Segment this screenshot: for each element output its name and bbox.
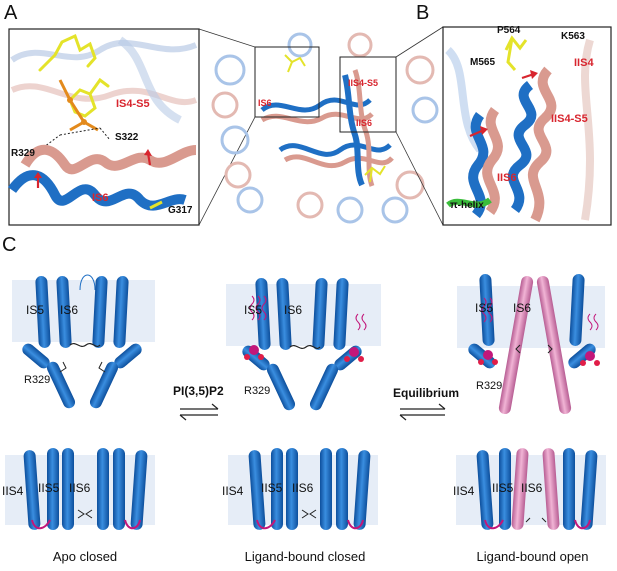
label-state2-r329: R329: [244, 385, 271, 397]
panel-b-box: [442, 26, 612, 226]
label-g317: G317: [168, 205, 193, 216]
label-iis4-s5-b: IIS4-S5: [551, 113, 588, 125]
cartoon-ligand-closed-bottom: [228, 448, 378, 530]
caption-apo-closed: Apo closed: [52, 549, 118, 564]
label-iis4: IIS4: [574, 57, 594, 69]
label-p564: P564: [497, 25, 521, 36]
label-iis6-b: IIS6: [497, 172, 517, 184]
label-center-iis6: IIS6: [356, 118, 373, 128]
label-state2-is5: IS5: [244, 303, 263, 317]
cartoon-ligand-open-top: [457, 274, 605, 415]
label-equilibrium: Equilibrium: [393, 386, 459, 400]
cartoon-ligand-closed-top: [226, 278, 381, 411]
label-state1-iis5: IIS5: [38, 481, 60, 495]
label-state3-iis6: IIS6: [521, 481, 543, 495]
label-m565: M565: [470, 57, 496, 68]
label-center-iis4-s5: IIS4-S5: [348, 78, 379, 88]
label-r329: R329: [11, 148, 35, 159]
label-state1-is5: IS5: [26, 303, 45, 317]
caption-ligand-bound-closed: Ligand-bound closed: [244, 549, 366, 564]
label-state3-iis5: IIS5: [492, 481, 514, 495]
label-state2-is6: IS6: [284, 303, 303, 317]
panel-c-cartoons: [5, 274, 606, 530]
panel-label-a: A: [4, 2, 18, 24]
label-state3-is6: IS6: [513, 301, 532, 315]
label-state1-r329: R329: [24, 374, 51, 386]
panel-label-b: B: [416, 2, 430, 24]
label-is6-a: IS6: [92, 192, 109, 204]
center-structure: [211, 32, 439, 224]
label-k563: K563: [561, 31, 585, 42]
equilibrium-arrows-1: [179, 403, 219, 421]
label-state1-iis6: IIS6: [69, 481, 91, 495]
label-center-is6: IS6: [258, 98, 272, 108]
label-state3-iis4: IIS4: [453, 484, 475, 498]
label-state3-is5: IS5: [475, 301, 494, 315]
label-pi-helix: π-helix: [450, 200, 484, 211]
panel-label-c: C: [2, 234, 17, 256]
equilibrium-arrows-2: [399, 403, 446, 421]
label-state2-iis6: IIS6: [292, 481, 314, 495]
panel-a-box: [7, 28, 200, 226]
cartoon-apo-bottom: [5, 448, 155, 530]
label-is4-s5: IS4-S5: [116, 98, 150, 110]
label-state3-r329: R329: [476, 380, 503, 392]
label-state1-is6: IS6: [60, 303, 79, 317]
cartoon-apo-top: [12, 274, 155, 409]
caption-ligand-bound-open: Ligand-bound open: [476, 549, 589, 564]
connector-lines-a: [198, 28, 256, 226]
label-state2-iis4: IIS4: [222, 484, 244, 498]
connector-lines-b: [395, 26, 444, 226]
label-state1-iis4: IIS4: [2, 484, 24, 498]
label-ligand: PI(3,5)P2: [173, 384, 224, 398]
cartoon-ligand-open-bottom: [456, 448, 606, 530]
label-state2-iis5: IIS5: [261, 481, 283, 495]
label-s322: S322: [115, 132, 139, 143]
